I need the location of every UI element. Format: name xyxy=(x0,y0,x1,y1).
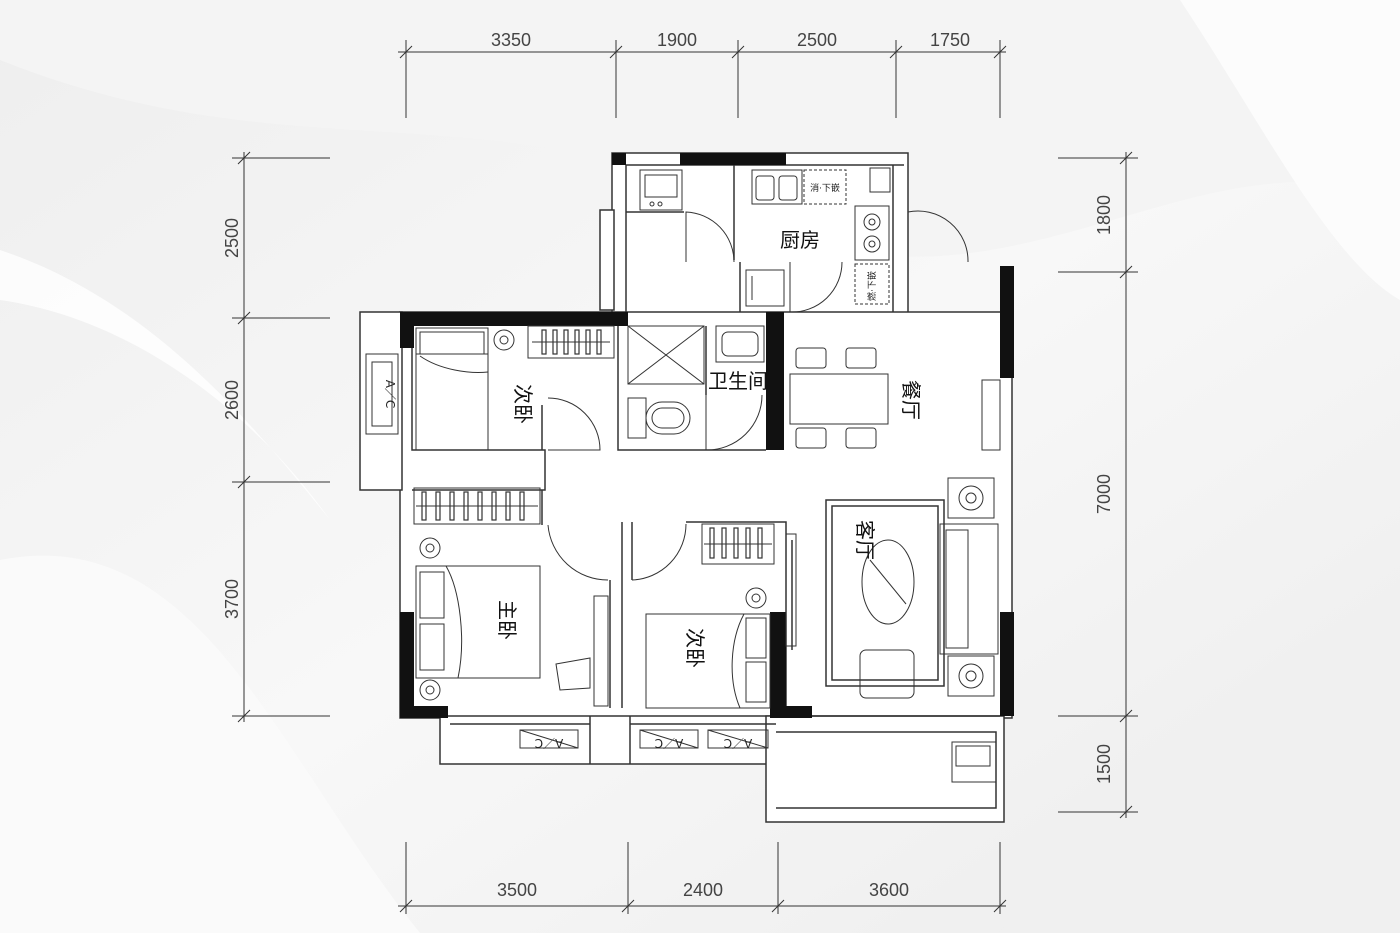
kitchen-fixtures xyxy=(639,167,891,307)
room-label-bathroom: 卫生间 xyxy=(708,369,768,393)
wardrobe-icon xyxy=(527,325,615,359)
second-bedroom-top-furniture xyxy=(365,325,615,451)
washbasin-icon xyxy=(715,325,765,363)
balcony-ac-labels: A／C A／C A／C xyxy=(535,736,753,750)
bed-icon xyxy=(415,327,489,451)
dim-right-3: 1500 xyxy=(1094,744,1114,784)
chair-icon xyxy=(795,427,827,449)
door-swings xyxy=(547,210,969,581)
dining-furniture xyxy=(789,347,1001,451)
chair-icon xyxy=(845,427,877,449)
dim-left-1: 2500 xyxy=(222,218,242,258)
chair-icon xyxy=(795,347,827,369)
sofa-icon xyxy=(939,523,999,655)
room-label-living: 客厅 xyxy=(853,520,877,560)
wardrobe-icon xyxy=(701,523,775,565)
washing-machine-icon xyxy=(951,741,997,783)
sideboard-icon xyxy=(981,379,1001,451)
side-table-icon xyxy=(947,655,995,697)
kitchen-counter xyxy=(803,169,847,205)
dim-right-1: 1800 xyxy=(1094,195,1114,235)
stove-cabinet-label: 燃·下嵌 xyxy=(866,271,878,301)
second-bedroom-bottom-furniture xyxy=(645,523,775,709)
master-bedroom-furniture xyxy=(415,537,609,707)
dim-top-3: 2500 xyxy=(797,30,837,50)
ac-unit-label: A／C xyxy=(535,736,564,750)
tv-cabinet-icon xyxy=(785,533,797,647)
wardrobe-icon xyxy=(413,487,541,525)
ac-unit-label: A／C xyxy=(724,736,753,750)
desk-icon xyxy=(593,595,609,707)
structural-walls xyxy=(400,153,1014,718)
dimension-lines xyxy=(232,40,1138,914)
dim-bottom-1: 3500 xyxy=(497,880,537,900)
lamp-icon xyxy=(493,329,515,351)
coffee-table-icon xyxy=(861,539,915,625)
lamp-icon xyxy=(419,537,441,559)
washing-machine-icon xyxy=(639,169,683,211)
dim-bottom-3: 3600 xyxy=(869,880,909,900)
room-label-kitchen: 厨房 xyxy=(780,228,820,252)
dim-right-2: 7000 xyxy=(1094,474,1114,514)
ac-unit-label: A／C xyxy=(655,736,684,750)
dim-left-3: 3700 xyxy=(222,579,242,619)
room-label-second-bedroom-top: 次卧 xyxy=(511,384,535,424)
dim-top-4: 1750 xyxy=(930,30,970,50)
dim-top-1: 3350 xyxy=(491,30,531,50)
cabinet-icon xyxy=(745,269,785,307)
sink-cabinet-label: 消·下嵌 xyxy=(810,182,840,194)
bathroom-fixtures xyxy=(627,325,765,439)
chair-icon xyxy=(555,657,591,691)
corridor-wardrobe xyxy=(413,487,541,525)
dim-left-2: 2600 xyxy=(222,380,242,420)
window-ac-unit xyxy=(365,353,399,435)
room-label-master-bedroom: 主卧 xyxy=(495,600,519,640)
kitchen-sink-icon xyxy=(751,169,803,205)
balcony-ac-units xyxy=(519,729,769,749)
living-furniture xyxy=(785,477,999,783)
ac-label-left: A／C xyxy=(383,380,397,409)
ac-unit-label: A／C xyxy=(383,380,397,409)
fridge-icon xyxy=(869,167,891,193)
bed-icon xyxy=(645,613,771,709)
dim-bottom-2: 2400 xyxy=(683,880,723,900)
lamp-icon xyxy=(419,679,441,701)
dim-top-2: 1900 xyxy=(657,30,697,50)
room-label-dining: 餐厅 xyxy=(899,380,923,420)
stove-icon xyxy=(854,205,890,261)
kitchen-fixture-labels: 消·下嵌 燃·下嵌 xyxy=(810,182,878,301)
lamp-icon xyxy=(745,587,767,609)
room-labels: 厨房 卫生间 次卧 主卧 次卧 餐厅 客厅 xyxy=(495,228,923,668)
chair-icon xyxy=(845,347,877,369)
side-table-icon xyxy=(947,477,995,519)
room-label-second-bedroom-bottom: 次卧 xyxy=(683,628,707,668)
shower-icon xyxy=(627,325,705,385)
bed-icon xyxy=(415,565,541,679)
dimension-labels: 3350 1900 2500 1750 3500 2400 3600 2500 … xyxy=(222,30,1114,900)
dining-table-icon xyxy=(789,373,889,425)
armchair-icon xyxy=(859,649,915,699)
